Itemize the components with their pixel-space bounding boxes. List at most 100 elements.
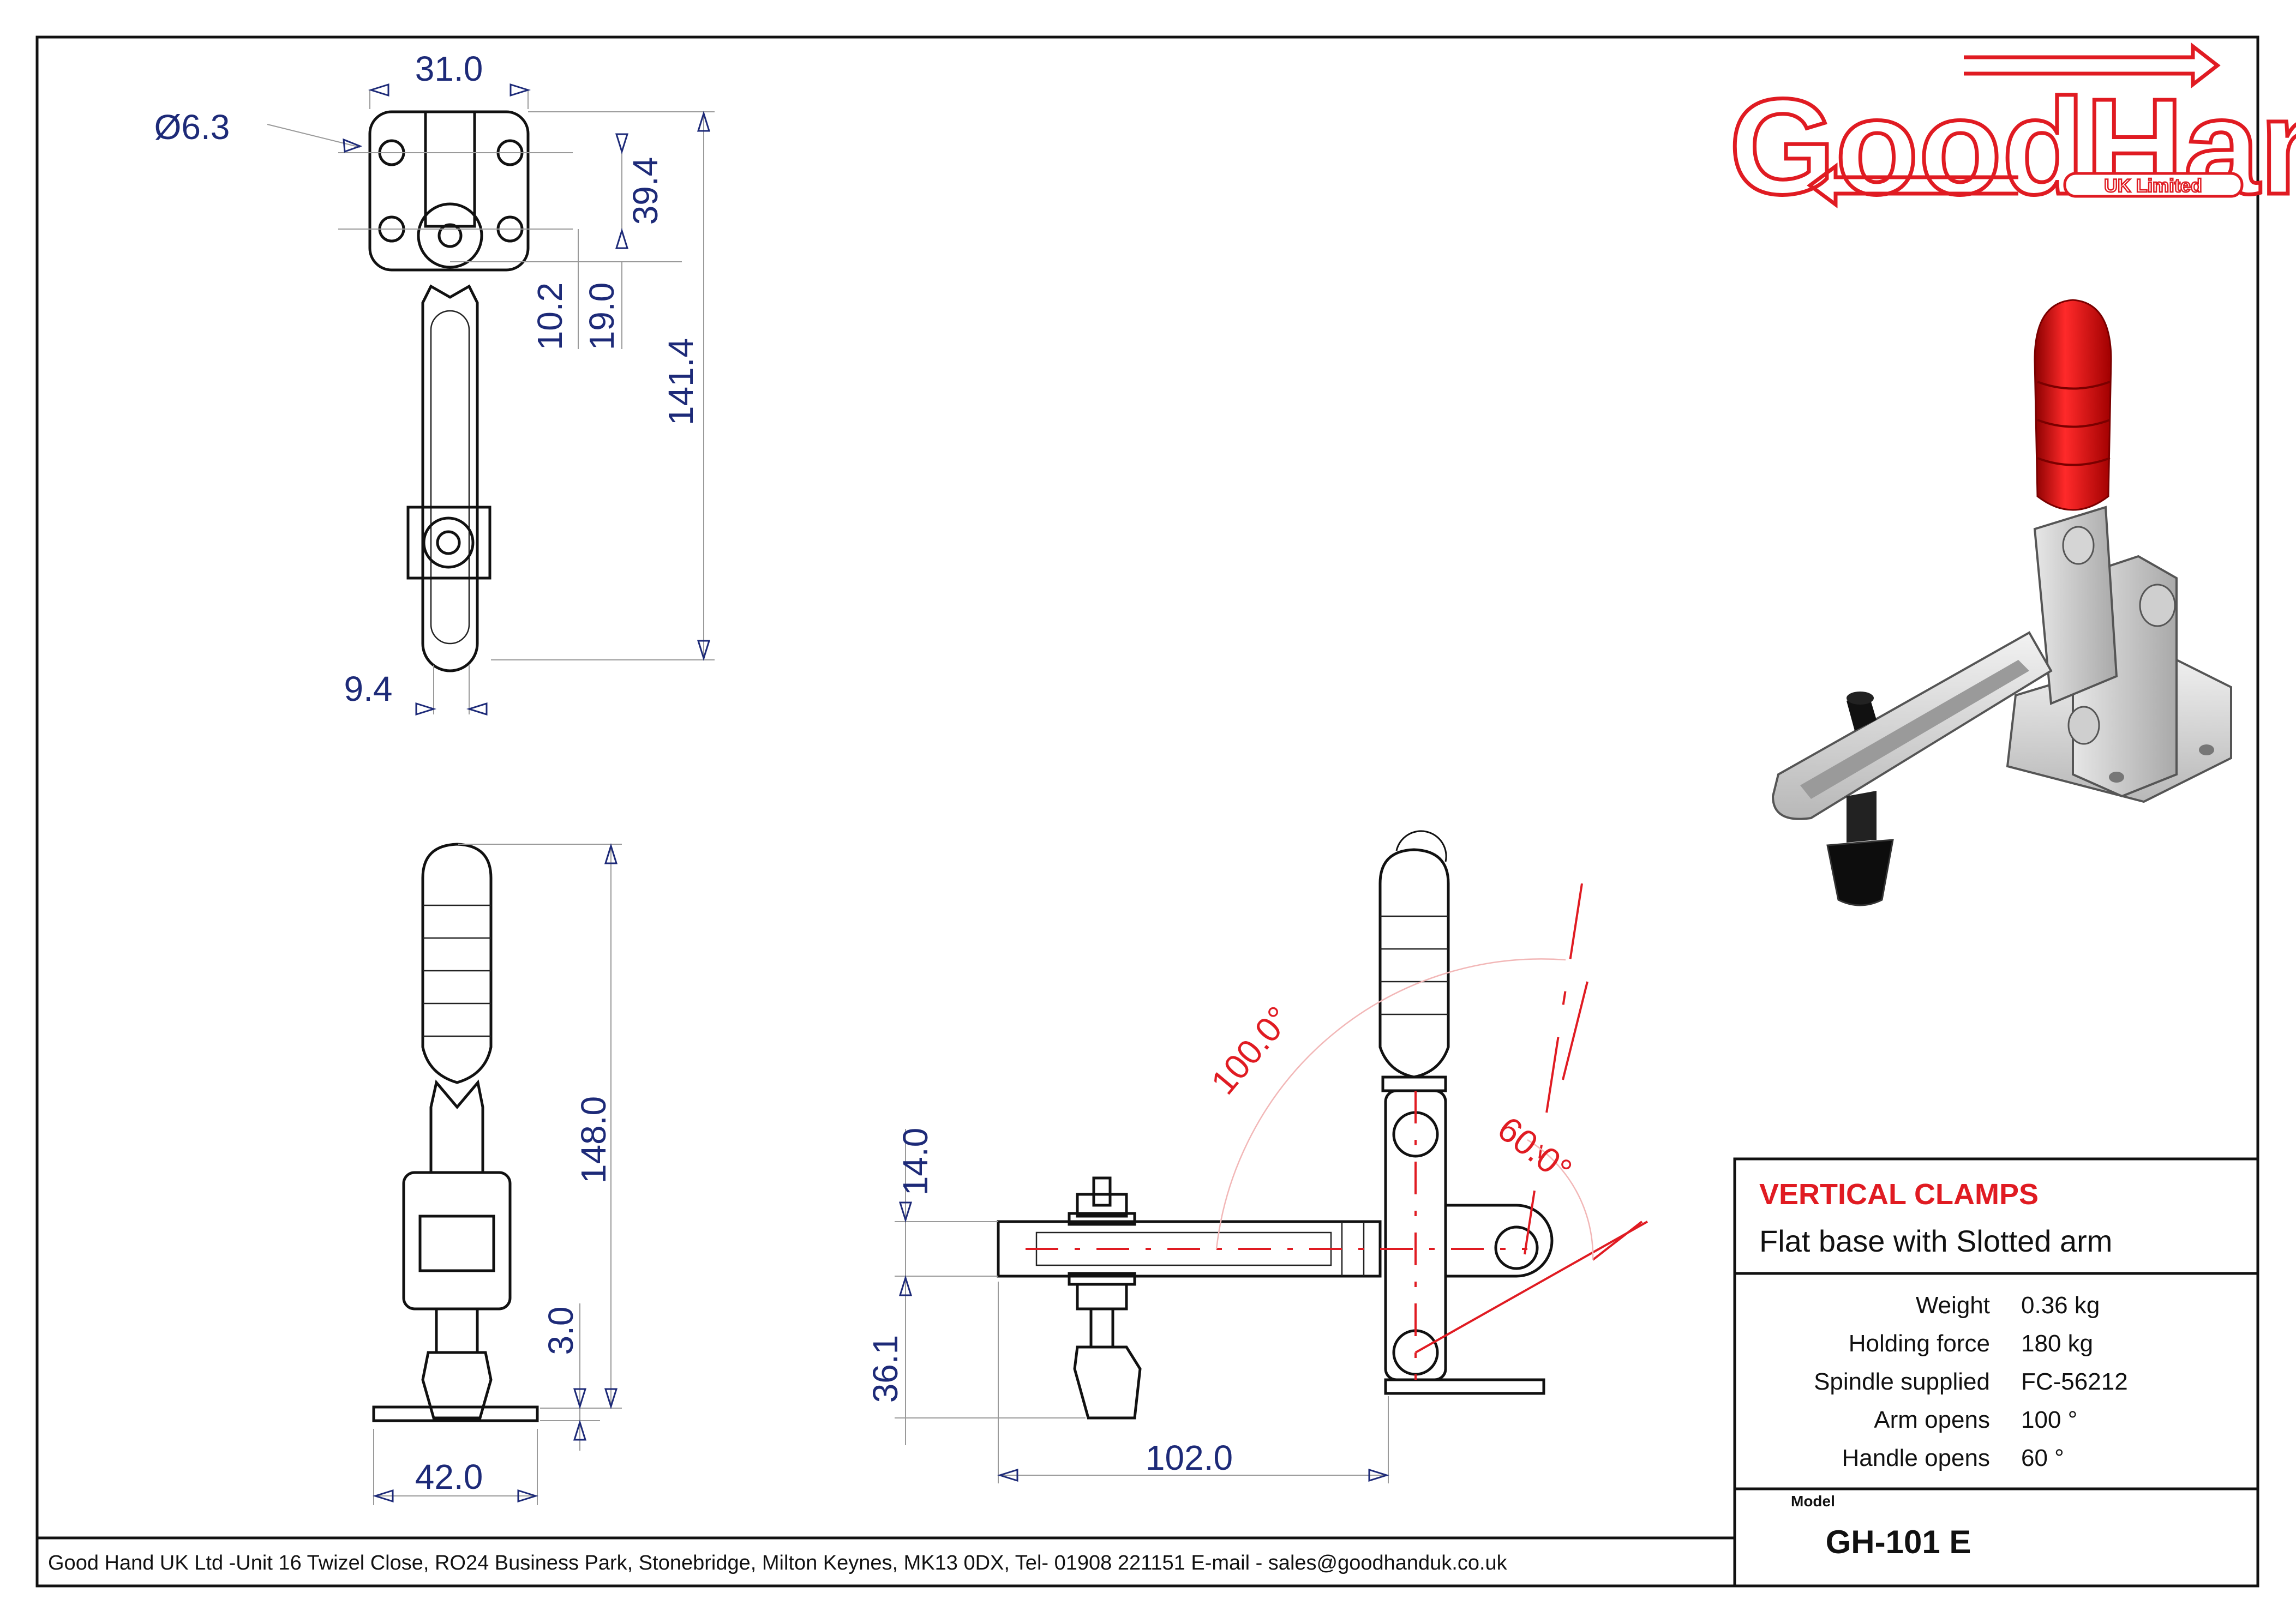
rotation-arrow	[1395, 830, 1447, 862]
dim-hole-spacing: 39.4	[626, 157, 665, 225]
dim-10-2: 10.2	[530, 282, 569, 351]
render-link-pin	[2062, 526, 2095, 565]
pivot-body	[424, 110, 476, 228]
dim-19-0: 19.0	[582, 282, 621, 351]
spec-table: Weight 0.36 kg Holding force 180 kg Spin…	[1814, 1292, 2128, 1471]
dim-base-length: 42.0	[415, 1457, 483, 1496]
pivot-link-side	[1444, 1204, 1554, 1278]
render-pivot	[2067, 706, 2100, 745]
dim-arrow	[466, 702, 488, 716]
spec-label: Spindle supplied	[1814, 1368, 1990, 1395]
dim-arrow	[573, 1419, 587, 1441]
title-block: VERTICAL CLAMPS Flat base with Slotted a…	[1733, 1157, 2259, 1588]
isometric-render	[1771, 299, 2232, 906]
spec-value: 100 °	[2021, 1406, 2077, 1433]
spindle-thread-front	[435, 1307, 479, 1354]
dim-handle-angle: 60.0°	[1490, 1109, 1579, 1190]
handle-collar	[1381, 1075, 1447, 1092]
title-block-frame	[1733, 1157, 2259, 1588]
dim-arrow	[604, 843, 618, 864]
dim-arrow	[573, 1388, 587, 1410]
spec-label: Handle opens	[1842, 1445, 1990, 1471]
handle-grip-side	[1378, 848, 1450, 1079]
dim-arrow	[615, 133, 629, 155]
spindle-nut-lower	[1076, 1283, 1128, 1311]
dim-arrow	[898, 1275, 913, 1296]
handle-grip-front	[421, 843, 493, 1084]
dim-base-width: 31.0	[415, 49, 483, 88]
model-label: Model	[1791, 1493, 1835, 1510]
dim-hole-diameter: Ø6.3	[154, 107, 230, 147]
leader-line	[267, 124, 361, 148]
render-mount-hole	[2109, 772, 2124, 783]
logo-tagline-box	[2063, 172, 2244, 198]
dim-arrow	[368, 83, 389, 97]
render-spindle-tip	[1826, 839, 1894, 906]
spec-value: 180 kg	[2021, 1330, 2093, 1357]
dim-arrow	[509, 83, 531, 97]
dim-arrow	[697, 640, 711, 662]
base-flange-side	[1384, 1378, 1545, 1395]
handle-link	[429, 1079, 484, 1174]
dim-arm-angle: 100.0°	[1203, 999, 1299, 1102]
dim-arrow	[697, 110, 711, 132]
spindle-washer-upper	[1068, 1212, 1136, 1226]
arm-angle-arc	[1215, 958, 1566, 1249]
spindle-tip-front	[421, 1351, 493, 1420]
dim-arrow	[898, 1201, 913, 1223]
spindle-tip-side	[1073, 1345, 1142, 1420]
dim-arrow	[415, 702, 437, 716]
sheet-border	[35, 35, 2259, 1588]
spec-label: Weight	[1916, 1292, 1990, 1319]
render-grip-rib	[2037, 381, 2111, 390]
pivot-pin	[437, 223, 463, 248]
dim-arrow	[1368, 1468, 1390, 1482]
render-handle-grip	[2034, 299, 2112, 511]
dim-arrow	[343, 138, 363, 153]
angle-tick	[1562, 981, 1588, 1080]
spec-value: 0.36 kg	[2021, 1292, 2100, 1319]
arm-slot	[430, 310, 470, 645]
render-grip-rib	[2037, 419, 2111, 428]
spindle-nut-top	[406, 506, 491, 580]
render-grip-rib	[2037, 457, 2111, 466]
spindle-thread-top	[1092, 1176, 1112, 1207]
spindle-thread	[436, 530, 461, 555]
dim-spindle-offset: 14.0	[896, 1128, 935, 1196]
render-handle-link	[2033, 506, 2118, 705]
dim-arrow	[997, 1468, 1018, 1482]
dim-arrow	[372, 1489, 394, 1503]
angle-tick	[1592, 1221, 1643, 1261]
logo-tagline: UK Limited	[2104, 176, 2202, 196]
spindle-thread-bottom	[1089, 1307, 1114, 1349]
render-spindle-top	[1847, 692, 1874, 705]
handle-angle-arc	[1527, 1139, 1594, 1260]
spindle-nut-upper	[1076, 1193, 1128, 1218]
dim-arm-width: 9.4	[344, 669, 393, 708]
spec-label: Holding force	[1849, 1330, 1990, 1357]
render-pivot	[2139, 584, 2176, 627]
dim-base-thickness: 3.0	[541, 1307, 580, 1355]
product-description: Flat base with Slotted arm	[1759, 1224, 2112, 1258]
side-view: 14.0 36.1 102.0 100.0° 60.0°	[866, 830, 1648, 1483]
spec-value: 60 °	[2021, 1445, 2064, 1471]
company-address: Good Hand UK Ltd -Unit 16 Twizel Close, …	[48, 1552, 1508, 1574]
pivot-boss	[417, 202, 483, 269]
dim-overall-height: 148.0	[574, 1096, 613, 1183]
dim-overall-length: 141.4	[661, 338, 700, 425]
dim-arm-reach: 102.0	[1146, 1438, 1233, 1477]
logo-arrow-left	[1807, 163, 2018, 208]
logo-arrow-right	[1964, 42, 2221, 89]
spec-value: FC-56212	[2021, 1368, 2128, 1395]
handle-open-line	[1524, 883, 1583, 1255]
spindle-nut-front	[418, 1215, 495, 1272]
pivot-pin-side	[1494, 1225, 1539, 1270]
product-category: VERTICAL CLAMPS	[1759, 1178, 2039, 1211]
model-number: GH-101 E	[1826, 1524, 1971, 1560]
clamp-arm-top	[421, 284, 479, 672]
spec-label: Arm opens	[1874, 1406, 1990, 1433]
render-arm-slot	[1800, 660, 2029, 799]
